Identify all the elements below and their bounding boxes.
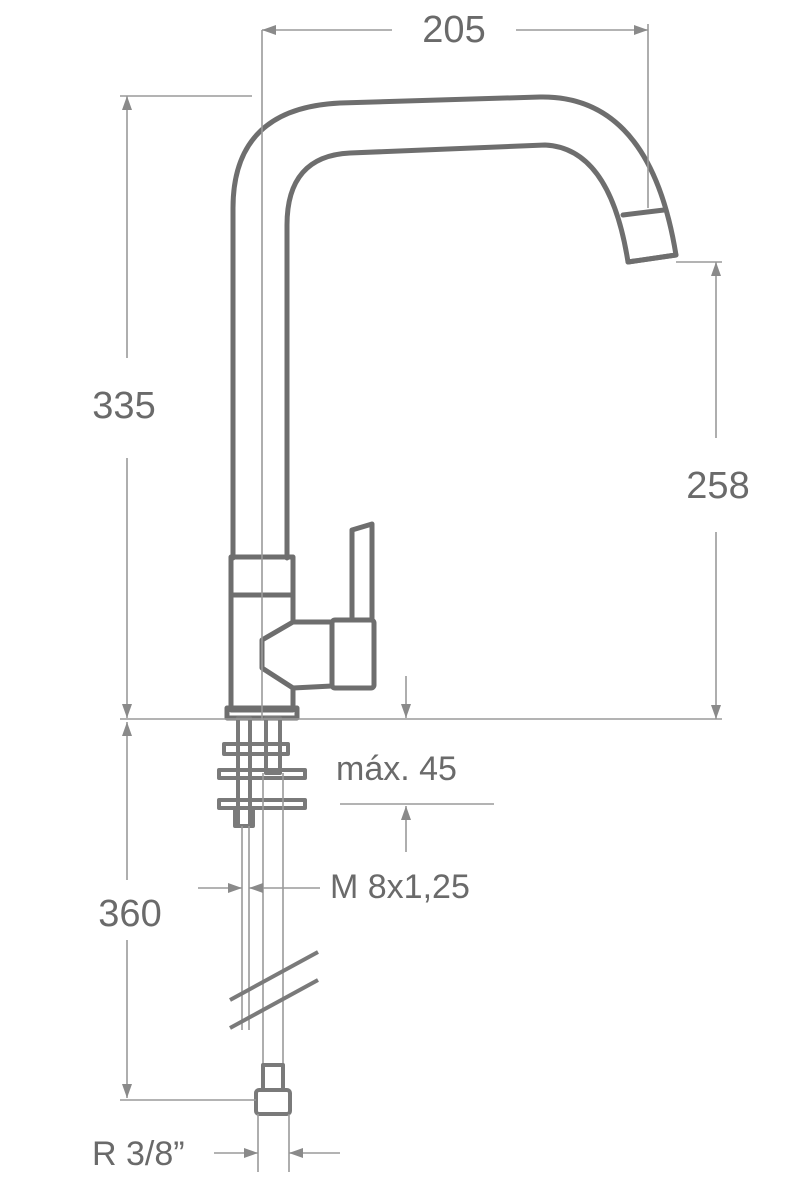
spout-aerator [620, 207, 679, 265]
flexible-hoses [229, 773, 319, 1172]
gasket [222, 742, 290, 756]
dimension-lines [120, 24, 722, 1158]
dimension-labels: 205 335 258 máx. 45 M 8x1,25 360 R 3/8” [92, 9, 750, 1173]
label-thread-size: M 8x1,25 [330, 868, 470, 906]
arrow-r38-left [244, 1148, 258, 1158]
arrow-335-bottom [122, 704, 132, 718]
faucet-outline [217, 94, 679, 1172]
arrow-r38-right [289, 1148, 303, 1158]
arrow-360-top [122, 722, 132, 736]
label-total-height: 335 [92, 385, 155, 427]
arrow-258-top [711, 262, 721, 276]
label-spout-reach: 205 [422, 9, 485, 51]
label-outlet-height: 258 [686, 465, 749, 507]
washer [217, 768, 307, 780]
fixing-kit [217, 716, 307, 828]
cartridge-cap [329, 617, 377, 691]
label-hose-length: 360 [98, 893, 161, 935]
lever-handle [349, 521, 375, 623]
hose-ferrule [261, 1063, 285, 1092]
break-line-bottom [229, 978, 319, 1030]
arrow-thread-left [228, 883, 242, 893]
spout [230, 94, 679, 561]
label-hose-connection: R 3/8” [92, 1135, 185, 1173]
arrow-360-bottom [122, 1084, 132, 1098]
fixing-nut [233, 806, 255, 828]
arrow-335-top [122, 96, 132, 110]
label-max-deck-thickness: máx. 45 [336, 750, 457, 788]
arrow-45-bottom [401, 806, 411, 820]
arrow-thread-right [249, 883, 263, 893]
arrow-45-top [401, 704, 411, 718]
arrow-205-right [634, 25, 648, 35]
arrow-258-bottom [711, 705, 721, 719]
arrow-205-left [262, 25, 276, 35]
mixer-housing [259, 619, 335, 691]
fixing-plate [217, 798, 307, 810]
break-line-top [229, 950, 319, 1002]
hose-nut [254, 1088, 292, 1116]
